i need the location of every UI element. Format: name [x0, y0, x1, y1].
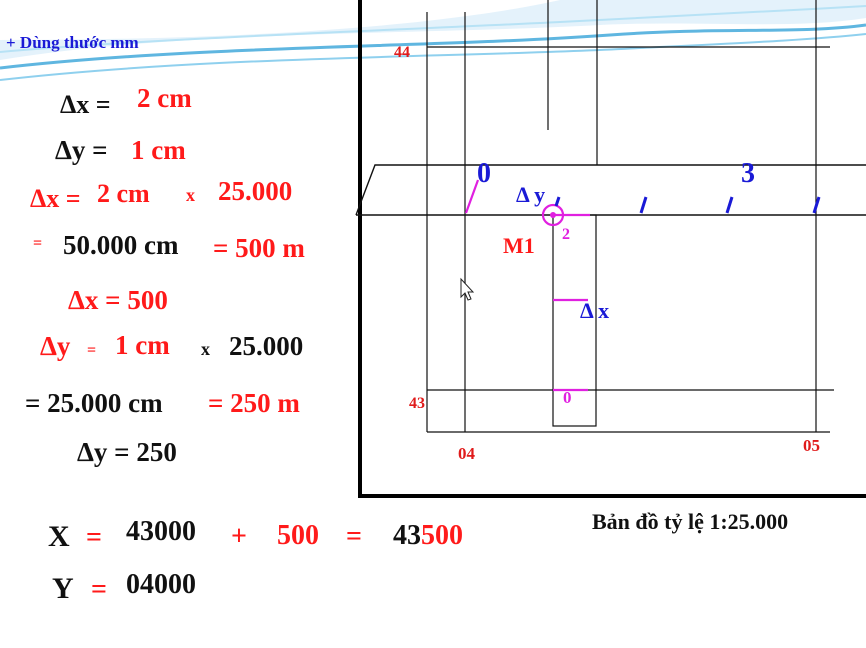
construction-marks [464, 179, 590, 392]
y-eq: = [91, 574, 107, 605]
dx-scaled-prefix: Δx = [30, 184, 81, 213]
result-cm-2: = 25.000 cm [25, 388, 163, 418]
dy-scaled-value: 1 cm [115, 330, 170, 360]
x-eq: = [86, 522, 102, 553]
dy-label: Δy = [55, 135, 108, 165]
x-eq2: = [346, 521, 362, 552]
delta-x-label: Δ x [580, 298, 610, 323]
map-frame [358, 0, 866, 498]
x-plus: + [231, 521, 247, 552]
point-m1-label: M1 [503, 233, 535, 258]
y-value: 04000 [126, 569, 196, 600]
map-grid [426, 0, 834, 433]
result-m-2: = 250 m [208, 388, 300, 418]
grid-label-43: 43 [409, 395, 425, 412]
dx-scaled-mid: 2 cm [97, 179, 150, 208]
eq-sign-1: = [33, 235, 43, 252]
grid-label-04: 04 [458, 444, 475, 463]
grid-label-05: 05 [803, 436, 820, 455]
dx-final: Δx = 500 [68, 285, 168, 315]
scale-factor-1: 25.000 [218, 176, 293, 206]
result-cm-1: 50.000 cm [63, 230, 179, 260]
x-result-suffix: 500 [421, 520, 463, 551]
dy-scaled-eq: = [87, 342, 97, 359]
delta-y-label: Δ y [516, 182, 546, 207]
x-label: X [48, 520, 70, 553]
ruler-label-3: 3 [741, 158, 755, 189]
x-result: 43500 [393, 522, 463, 550]
dy-value: 1 cm [131, 135, 186, 165]
point-m1-marker [541, 203, 565, 227]
header-swoosh [0, 0, 866, 81]
y-label: Y [52, 572, 74, 605]
dy-scaled-prefix: Δy [40, 331, 71, 361]
times-sign-1: x [186, 185, 195, 205]
ruler-label-0: 0 [477, 158, 491, 189]
ruler-label-0-bottom: 0 [563, 388, 572, 407]
ruler-label-2: 2 [562, 226, 570, 243]
x-result-prefix: 43 [393, 520, 421, 551]
x-base: 43000 [126, 516, 196, 547]
result-m-1: = 500 m [213, 233, 305, 263]
scale-caption: Bản đồ tỷ lệ 1:25.000 [592, 509, 789, 534]
scale-factor-2: 25.000 [229, 331, 304, 361]
ruler-ticks [554, 196, 821, 214]
mouse-cursor-icon [460, 277, 475, 301]
dy-final: Δy = 250 [77, 437, 177, 467]
grid-label-44: 44 [394, 44, 410, 61]
dx-value: 2 cm [137, 83, 192, 113]
instruction-text: + Dùng thước mm [6, 33, 139, 52]
ruler [355, 164, 866, 216]
x-add: 500 [277, 520, 319, 551]
times-sign-2: x [201, 339, 210, 359]
dx-label: Δx = [60, 90, 111, 119]
